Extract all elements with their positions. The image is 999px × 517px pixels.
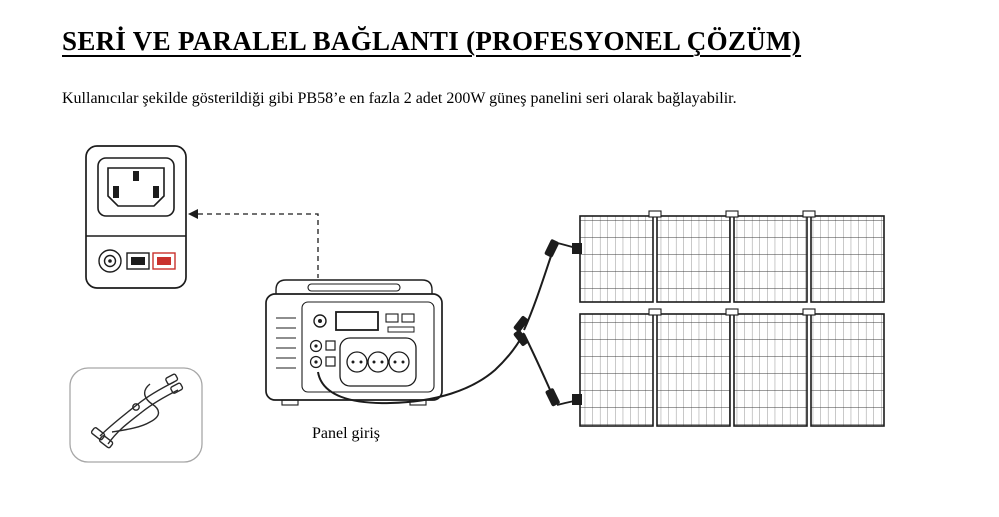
front-panel [301, 301, 435, 393]
power-button [313, 314, 327, 328]
ac-dc-inlet-panel [85, 145, 187, 289]
hinge-tab [802, 308, 816, 316]
vent-lines [276, 317, 296, 369]
page-title: SERİ VE PARALEL BAĞLANTI (PROFESYONEL ÇÖ… [62, 26, 802, 56]
dc-jack-icon [98, 249, 122, 273]
panel-input-label: Panel giriş [312, 425, 380, 442]
parallel-cable-accessory [69, 367, 203, 463]
solar-panel-top [572, 210, 885, 303]
usb-port [387, 326, 415, 333]
ac-outlets [339, 337, 417, 387]
handle-icon [275, 279, 433, 294]
hinge-tab [725, 308, 739, 316]
power-station-illustration [265, 279, 443, 406]
hinge-tab [648, 210, 662, 218]
dc-input-ports [309, 339, 336, 369]
connector-black-icon [126, 252, 150, 270]
splitter-cable [317, 239, 581, 407]
inlet-box-border [85, 145, 187, 289]
hinge-tab [802, 210, 816, 218]
display-screen [335, 311, 379, 331]
usb-port [401, 313, 415, 323]
cable-bundle-icon [90, 373, 184, 449]
ac-inlet-icon [97, 157, 175, 217]
cable-connector-icons [513, 239, 560, 407]
body-text: Kullanıcılar şekilde gösterildiği gibi P… [62, 90, 737, 107]
panel-input-connector [572, 243, 582, 254]
handle-grip [307, 283, 401, 292]
accessory-box-border [69, 367, 203, 463]
usb-port [385, 313, 399, 323]
arrowhead-icon [188, 209, 198, 219]
dashed-connection-line [188, 209, 319, 278]
station-foot [281, 399, 299, 406]
hinge-tab [648, 308, 662, 316]
solar-panel-bottom [572, 308, 885, 427]
panel-input-connector [572, 394, 582, 405]
connector-red-icon [152, 252, 176, 270]
hinge-tab [725, 210, 739, 218]
